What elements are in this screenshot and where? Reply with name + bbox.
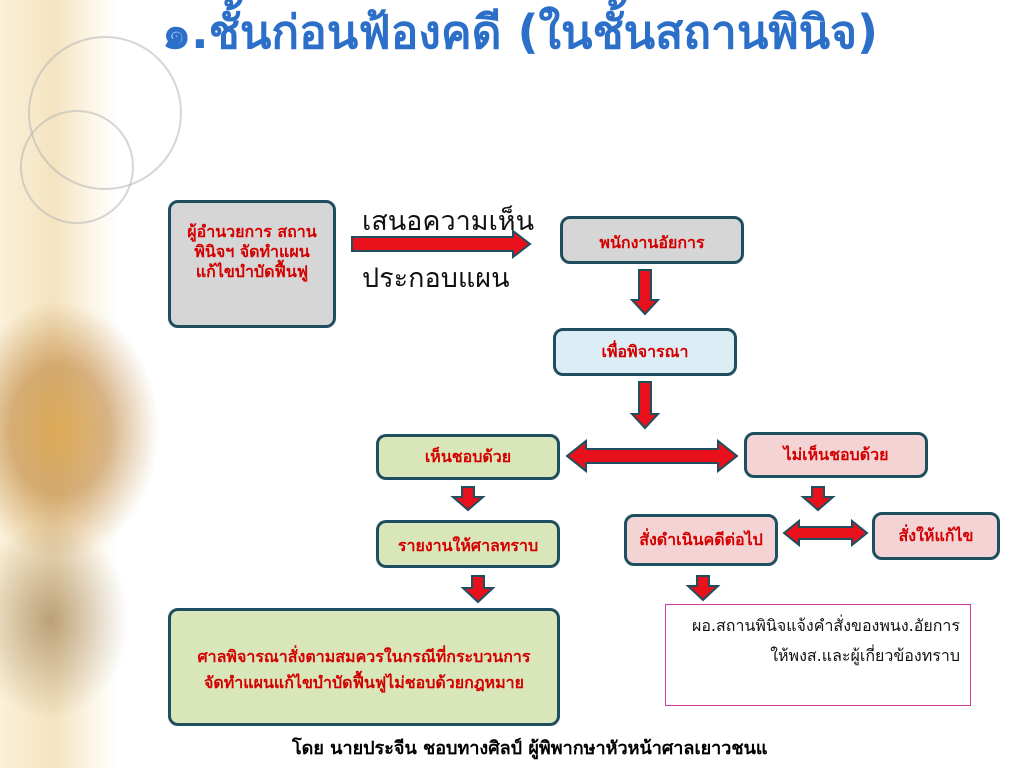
- arrow-label-with-plan: ประกอบแผน: [362, 263, 510, 294]
- right-arrow-present: [351, 228, 532, 260]
- double-arrow-orders: [782, 518, 869, 548]
- agree-box: เห็นชอบด้วย: [376, 434, 560, 480]
- decorative-circle: [20, 110, 134, 224]
- director-box: ผู้อำนวยการ สถานพินิจฯ จัดทำแผนแก้ไขบำบั…: [168, 200, 336, 328]
- footer-credit: โดย นายประจีน ชอบทางศิลป์ ผู้พิพากษาหัวห…: [292, 738, 768, 759]
- order-fix-label: สั่งให้แก้ไข: [898, 526, 974, 545]
- consider-label: เพื่อพิจารณา: [601, 342, 689, 361]
- down-arrow: [629, 381, 661, 430]
- scale-shadow-decoration: [0, 520, 130, 720]
- down-arrow: [685, 575, 721, 602]
- arrow-label-present: เสนอความเห็น: [362, 206, 535, 237]
- court-label: ศาลพิจารณาสั่งตามสมควรในกรณีที่กระบวนการ…: [197, 647, 531, 692]
- order-proceed-label: สั่งดำเนินคดีต่อไป: [639, 530, 763, 549]
- director-label: ผู้อำนวยการ สถานพินิจฯ จัดทำแผนแก้ไขบำบั…: [187, 222, 317, 281]
- scale-glow-decoration: [0, 300, 160, 560]
- down-arrow: [800, 486, 836, 512]
- order-fix-box: สั่งให้แก้ไข: [872, 512, 1000, 560]
- order-proceed-box: สั่งดำเนินคดีต่อไป: [624, 514, 778, 566]
- prosecutor-label: พนักงานอัยการ: [599, 233, 705, 252]
- down-arrow: [460, 575, 496, 604]
- court-box: ศาลพิจารณาสั่งตามสมควรในกรณีที่กระบวนการ…: [168, 608, 560, 726]
- double-arrow-decision: [565, 438, 739, 474]
- disagree-label: ไม่เห็นชอบด้วย: [783, 445, 889, 464]
- notice-box: ผอ.สถานพินิจแจ้งคำสั่งของพนง.อัยการให้พง…: [665, 604, 971, 706]
- agree-label: เห็นชอบด้วย: [424, 447, 512, 466]
- down-arrow: [450, 486, 486, 512]
- disagree-box: ไม่เห็นชอบด้วย: [744, 432, 928, 478]
- prosecutor-box: พนักงานอัยการ: [560, 216, 744, 264]
- page-title: ๑.ชั้นก่อนฟ้องคดี (ในชั้นสถานพินิจ): [161, 5, 879, 59]
- report-label: รายงานให้ศาลทราบ: [397, 536, 539, 555]
- consider-box: เพื่อพิจารณา: [553, 328, 737, 376]
- report-box: รายงานให้ศาลทราบ: [376, 520, 560, 568]
- down-arrow: [629, 269, 661, 316]
